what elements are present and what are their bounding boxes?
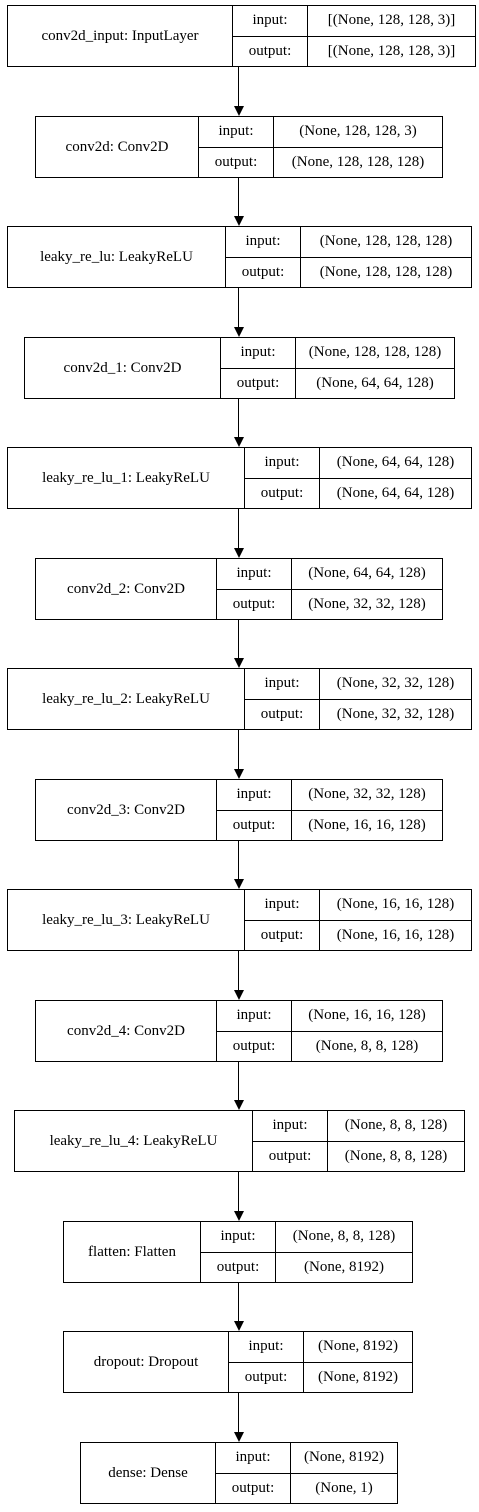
input-shape: (None, 8, 8, 128) — [328, 1111, 464, 1142]
output-shape: (None, 8, 8, 128) — [315, 1037, 419, 1054]
output-label: output: — [260, 484, 304, 501]
output-shape: (None, 1) — [315, 1479, 373, 1496]
output-label: output: — [231, 1479, 275, 1496]
output-label: output: — [260, 926, 304, 943]
layer-name: conv2d_input: InputLayer — [8, 6, 233, 66]
output-shape: (None, 32, 32, 128) — [336, 705, 455, 722]
input-label: input: — [217, 1001, 291, 1032]
layer-name: leaky_re_lu_2: LeakyReLU — [8, 669, 245, 729]
input-shape: (None, 32, 32, 128) — [292, 780, 442, 811]
output-shape: (None, 16, 16, 128) — [308, 816, 426, 833]
output-label: output: — [232, 816, 276, 833]
input-label: input: — [245, 890, 319, 921]
output-label: output: — [248, 42, 292, 59]
layer-name: conv2d_1: Conv2D — [25, 338, 221, 398]
input-shape: (None, 128, 128, 128) — [296, 338, 454, 369]
output-shape: (None, 16, 16, 128) — [336, 926, 455, 943]
connector-arrow — [234, 1172, 244, 1221]
output-shape: (None, 128, 128, 128) — [291, 153, 425, 170]
output-label: output: — [216, 1258, 260, 1275]
output-label: output: — [236, 374, 280, 391]
connector-arrow — [234, 509, 244, 558]
layer-name: leaky_re_lu_3: LeakyReLU — [8, 890, 245, 950]
output-label: output: — [268, 1147, 312, 1164]
output-label: output: — [232, 595, 276, 612]
output-shape: (None, 128, 128, 128) — [319, 263, 453, 280]
input-label: input: — [201, 1222, 275, 1253]
layer-name: dense: Dense — [81, 1443, 216, 1503]
layer-name: conv2d: Conv2D — [36, 117, 199, 177]
input-shape: (None, 128, 128, 128) — [301, 227, 471, 258]
input-label: input: — [199, 117, 273, 148]
connector-arrow — [234, 620, 244, 668]
connector-arrow — [234, 841, 244, 889]
input-label: input: — [253, 1111, 327, 1142]
input-shape: [(None, 128, 128, 3)] — [308, 6, 475, 37]
connector-arrow — [234, 288, 244, 337]
input-shape: (None, 32, 32, 128) — [320, 669, 471, 700]
layer-name: flatten: Flatten — [64, 1222, 201, 1282]
output-label: output: — [244, 1368, 288, 1385]
input-shape: (None, 8192) — [304, 1332, 412, 1363]
layer-name: leaky_re_lu: LeakyReLU — [8, 227, 226, 287]
input-shape: (None, 64, 64, 128) — [320, 448, 471, 479]
output-shape: (None, 8, 8, 128) — [344, 1147, 448, 1164]
input-shape: (None, 8, 8, 128) — [276, 1222, 412, 1253]
output-shape: (None, 64, 64, 128) — [316, 374, 434, 391]
layer-name: dropout: Dropout — [64, 1332, 229, 1392]
connector-arrow — [234, 399, 244, 447]
layer-name: leaky_re_lu_4: LeakyReLU — [15, 1111, 253, 1171]
output-shape: (None, 32, 32, 128) — [308, 595, 426, 612]
input-shape: (None, 128, 128, 3) — [274, 117, 442, 148]
input-shape: (None, 64, 64, 128) — [292, 559, 442, 590]
input-label: input: — [217, 780, 291, 811]
input-label: input: — [229, 1332, 303, 1363]
connector-arrow — [234, 67, 244, 116]
layer-name: conv2d_2: Conv2D — [36, 559, 217, 619]
output-shape: (None, 8192) — [304, 1258, 384, 1275]
input-shape: (None, 8192) — [291, 1443, 397, 1474]
output-shape: (None, 8192) — [318, 1368, 398, 1385]
output-shape: [(None, 128, 128, 3)] — [327, 42, 456, 59]
input-label: input: — [245, 669, 319, 700]
connector-arrow — [234, 730, 244, 779]
connector-arrow — [234, 178, 244, 226]
input-shape: (None, 16, 16, 128) — [320, 890, 471, 921]
output-label: output: — [214, 153, 258, 170]
input-label: input: — [216, 1443, 290, 1474]
output-shape: (None, 64, 64, 128) — [336, 484, 455, 501]
connector-arrow — [234, 1283, 244, 1331]
input-label: input: — [233, 6, 307, 37]
connector-arrow — [234, 1393, 244, 1442]
input-label: input: — [217, 559, 291, 590]
layer-name: leaky_re_lu_1: LeakyReLU — [8, 448, 245, 508]
input-label: input: — [245, 448, 319, 479]
output-label: output: — [232, 1037, 276, 1054]
layer-name: conv2d_3: Conv2D — [36, 780, 217, 840]
connector-arrow — [234, 951, 244, 1000]
layer-name: conv2d_4: Conv2D — [36, 1001, 217, 1061]
connector-arrow — [234, 1062, 244, 1110]
input-label: input: — [226, 227, 300, 258]
output-label: output: — [260, 705, 304, 722]
input-label: input: — [221, 338, 295, 369]
input-shape: (None, 16, 16, 128) — [292, 1001, 442, 1032]
output-label: output: — [241, 263, 285, 280]
